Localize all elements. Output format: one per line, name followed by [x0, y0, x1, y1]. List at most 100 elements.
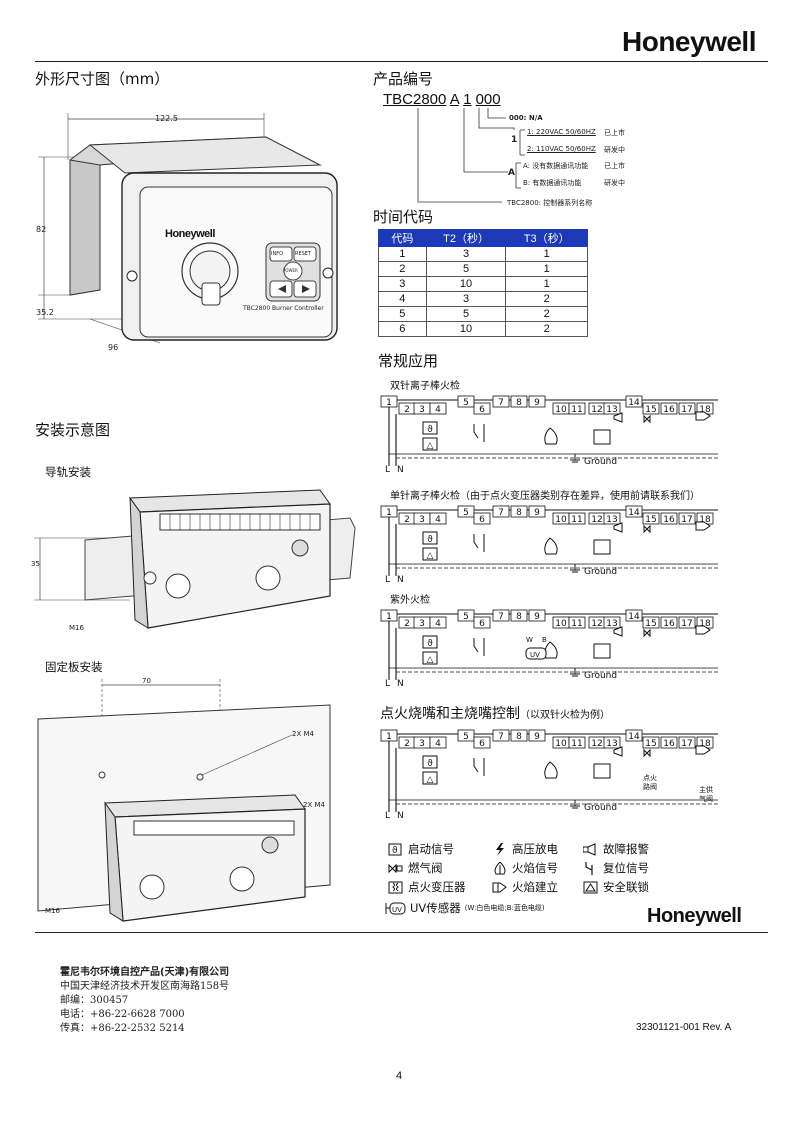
terminal-label: 12 [591, 405, 602, 415]
footer-address-block: 霍尼韦尔环境自控产品(天津)有限公司 中国天津经济技术开发区南海路158号 邮编… [60, 966, 229, 1036]
terminal-label: 11 [571, 619, 582, 629]
legend-transformer-label: 点火变压器 [408, 880, 466, 894]
din-rail-drawing [34, 489, 356, 629]
terminal-label: 11 [571, 515, 582, 525]
terminal-label: 4 [435, 619, 441, 629]
code-part-a: A [449, 91, 459, 108]
legend-gas-valve: 燃气阀 [388, 860, 443, 876]
terminal-box [678, 512, 696, 525]
terminal-box [510, 609, 528, 622]
terminal-label: 7 [498, 732, 504, 742]
line-l-label: L [385, 465, 390, 474]
terminal-label: 5 [463, 732, 469, 742]
terminal-box [678, 402, 696, 415]
main-valve-label: 主供 [699, 785, 713, 794]
legend-hv-label: 高压放电 [512, 842, 558, 856]
terminal-label: 6 [479, 405, 485, 415]
legend-flame-signal: 火焰信号 [492, 860, 558, 876]
cell: 4 [378, 291, 427, 307]
code-part-series: TBC2800 [383, 91, 447, 108]
terminal-label: 18 [699, 739, 711, 749]
dim-depth-b: 96 [108, 343, 119, 352]
wiring-4-title-main: 点火烧嘴和主烧嘴控制 [380, 706, 520, 722]
terminal-label: 16 [663, 515, 675, 525]
alarm-horn-icon [583, 842, 596, 856]
company-zip: 邮编：300457 [60, 995, 129, 1006]
legend-flame-signal-label: 火焰信号 [512, 861, 558, 875]
terminal-box [457, 505, 475, 518]
terminal-label: 2 [404, 405, 410, 415]
transformer-icon [388, 881, 403, 893]
terminal-box [473, 402, 491, 415]
reset-switch-icon [585, 861, 593, 875]
legend-reset-label: 复位信号 [603, 861, 649, 875]
flame-icon [494, 861, 506, 874]
terminal-label: 9 [534, 732, 540, 742]
legend-safety-label: 安全联锁 [603, 880, 649, 894]
terminal-label: 17 [681, 405, 692, 415]
burner-icon [492, 882, 507, 892]
terminal-label: 2 [404, 739, 410, 749]
terminal-label: 7 [498, 508, 504, 518]
terminal-label: 17 [681, 739, 692, 749]
warning-triangle-icon [583, 881, 598, 893]
terminal-label: 16 [663, 739, 675, 749]
ground-label: Ground [584, 671, 617, 681]
cell: 5 [425, 261, 507, 277]
terminal-box [625, 609, 643, 622]
terminal-box [492, 395, 510, 408]
terminal-label: 1 [386, 732, 392, 742]
terminal-label: 8 [516, 398, 522, 408]
cell: 1 [505, 276, 588, 292]
terminal-label: 18 [699, 619, 711, 629]
header-rule [35, 61, 768, 62]
legend-uv-label: UV传感器 [410, 901, 461, 915]
dim-width: 122.5 [155, 114, 178, 123]
terminal-box [625, 395, 643, 408]
terminal-label: 10 [555, 619, 567, 629]
dim-m16: M16 [69, 624, 84, 632]
terminal-label: 14 [628, 398, 640, 408]
terminal-label: 6 [479, 515, 485, 525]
dim-rail: 35 [31, 560, 40, 568]
terminal-box [660, 512, 678, 525]
code-label-1: 1 [511, 135, 518, 145]
terminal-label: 9 [534, 508, 540, 518]
terminal-label: 3 [419, 515, 425, 525]
terminal-label: 11 [571, 739, 582, 749]
lightning-icon [496, 842, 504, 856]
wiring-3-title: 紫外火检 [390, 595, 430, 606]
code-part-1: 1 [463, 91, 472, 108]
terminal-box [492, 729, 510, 742]
start-signal-icon: ϑ [388, 843, 402, 856]
terminal-label: 13 [606, 619, 617, 629]
cell: 5 [378, 306, 427, 322]
cell: 3 [425, 246, 507, 262]
cell: 6 [378, 321, 427, 337]
wiring-2-title: 单针离子棒火检（由于点火变压器类别存在差异，使用前请联系我们） [390, 491, 700, 502]
uv-wire-b: B [542, 636, 547, 644]
terminal-box [603, 512, 621, 525]
wiring-4-title: 点火烧嘴和主烧嘴控制（以双针火检为例） [380, 703, 610, 723]
dim-plate: 70 [142, 677, 151, 685]
dim-height: 82 [36, 225, 47, 234]
terminal-label: 14 [628, 508, 640, 518]
terminal-label: 5 [463, 612, 469, 622]
input-symbol [422, 755, 438, 769]
footer-rule [35, 932, 768, 933]
code-opt-1a: 1: 220VAC 50/60HZ [527, 128, 596, 136]
company-address: 中国天津经济技术开发区南海路158号 [60, 981, 230, 992]
terminal-label: 13 [606, 405, 617, 415]
terminal-label: 6 [479, 619, 485, 629]
gas-valve-icon [388, 863, 403, 873]
svg-text:UV: UV [392, 906, 402, 914]
code-opt-aa: A: 没有数据通讯功能 [523, 162, 589, 170]
terminal-box [492, 505, 510, 518]
terminal-label: 8 [516, 508, 522, 518]
terminal-label: 4 [435, 739, 441, 749]
svg-text:△: △ [427, 551, 434, 561]
